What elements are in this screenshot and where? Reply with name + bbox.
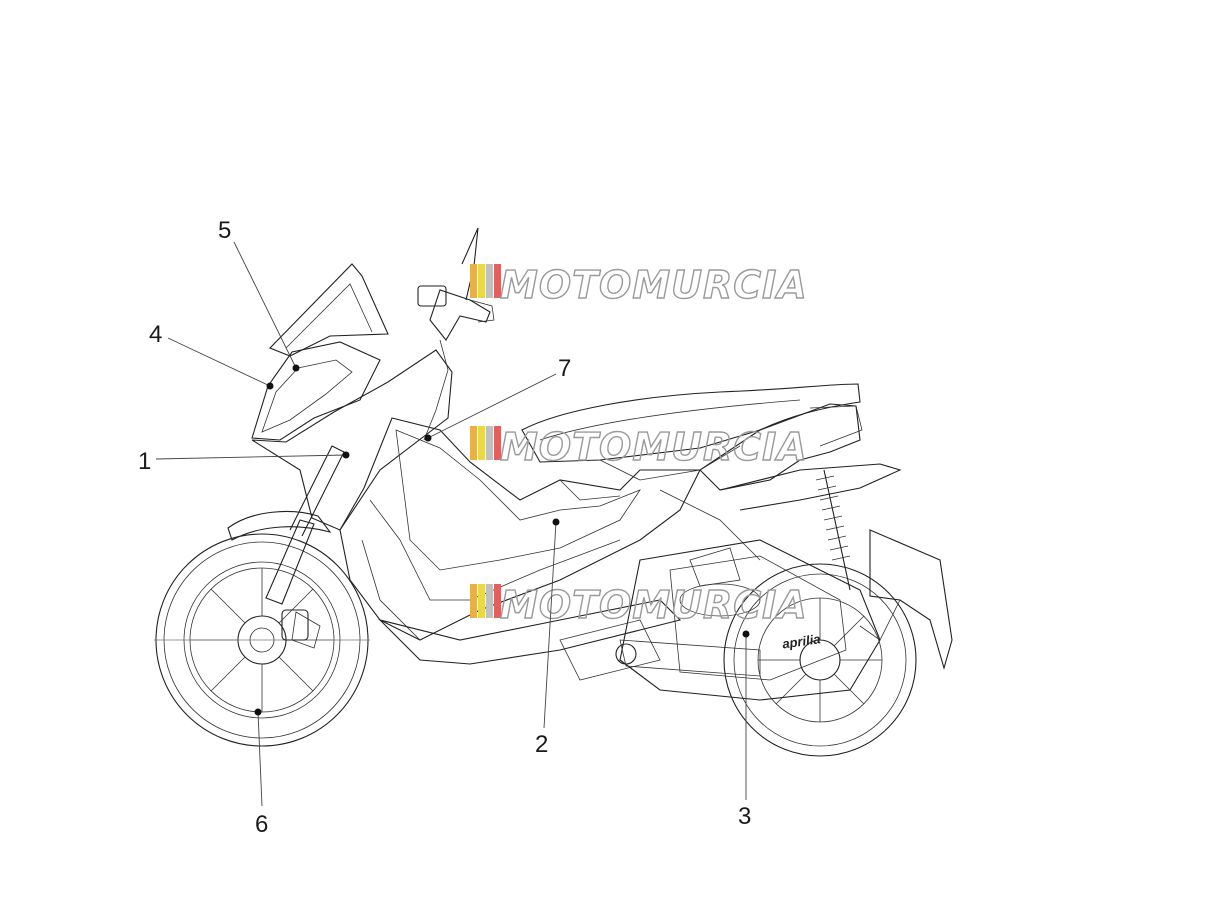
front-wheel <box>154 533 370 747</box>
callout-1: 1 <box>138 448 350 475</box>
svg-text:MOTOMURCIA: MOTOMURCIA <box>500 583 808 627</box>
engine-unit <box>559 539 881 701</box>
bodywork <box>251 263 902 665</box>
callout-4: 4 <box>149 321 274 390</box>
tail-section <box>699 403 861 491</box>
rear-shock <box>815 469 851 591</box>
brand-mark: aprilia <box>781 631 821 651</box>
svg-text:4: 4 <box>149 321 162 348</box>
callout-7: 7 <box>424 355 571 442</box>
seat <box>521 383 861 463</box>
windscreen <box>269 263 389 357</box>
callout-5: 5 <box>218 217 300 372</box>
callout-3: 3 <box>738 630 751 830</box>
front-fork <box>265 445 345 649</box>
svg-text:MOTOMURCIA: MOTOMURCIA <box>500 263 808 307</box>
svg-text:5: 5 <box>218 217 231 244</box>
callout-2: 2 <box>535 518 560 758</box>
front-shield <box>251 349 453 531</box>
front-headlight <box>251 341 381 441</box>
handlebar <box>417 227 495 441</box>
svg-text:6: 6 <box>255 811 268 838</box>
callout-6: 6 <box>254 708 268 838</box>
rear-hugger <box>869 529 953 670</box>
svg-text:MOTOMURCIA: MOTOMURCIA <box>500 425 808 469</box>
svg-text:3: 3 <box>738 803 751 830</box>
svg-text:1: 1 <box>138 448 151 475</box>
watermark-top: MOTOMURCIA <box>470 262 808 308</box>
svg-text:2: 2 <box>535 731 548 758</box>
watermark-middle: MOTOMURCIA <box>470 424 808 470</box>
front-fender <box>227 511 332 541</box>
watermark-bottom: MOTOMURCIA <box>470 582 808 628</box>
svg-text:7: 7 <box>558 355 571 382</box>
rear-wheel <box>723 563 917 757</box>
